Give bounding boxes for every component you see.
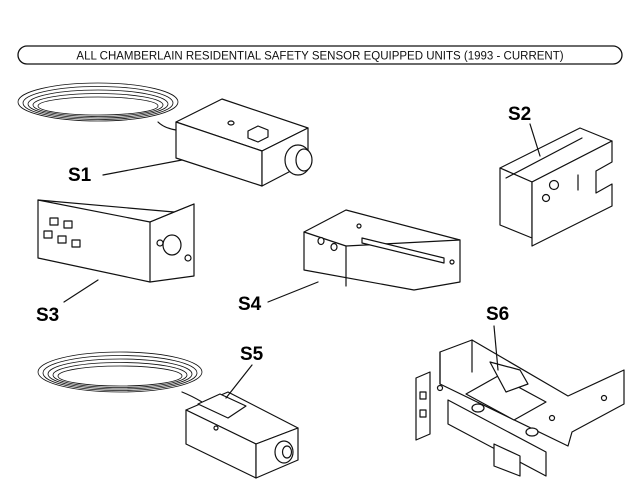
leader-s2 <box>529 123 541 157</box>
banner-outline <box>17 45 623 65</box>
leader-s3 <box>63 279 99 303</box>
banner-text: ALL CHAMBERLAIN RESIDENTIAL SAFETY SENSO… <box>76 51 563 63</box>
leader-s5 <box>225 364 253 399</box>
label-s5: S5 <box>240 344 264 365</box>
bracket-s3-illustration <box>37 199 195 283</box>
bracket-s2-illustration <box>499 127 613 247</box>
coiled-wire <box>17 82 179 131</box>
leader-s1 <box>102 159 183 176</box>
leader-s6 <box>493 325 499 371</box>
sensor-s5-illustration <box>37 351 299 479</box>
label-s3: S3 <box>36 305 59 326</box>
title-banner: ALL CHAMBERLAIN RESIDENTIAL SAFETY SENSO… <box>17 45 623 65</box>
label-s6: S6 <box>486 304 509 325</box>
label-s2: S2 <box>508 104 531 125</box>
leader-s4 <box>267 281 319 303</box>
bracket-s4-illustration <box>303 209 461 291</box>
coiled-wire <box>37 351 203 403</box>
label-s1: S1 <box>68 165 92 186</box>
leader-lines <box>63 123 541 399</box>
label-s4: S4 <box>238 294 262 315</box>
sensor-s1-illustration <box>17 82 313 187</box>
bracket-s6-illustration <box>415 339 625 477</box>
